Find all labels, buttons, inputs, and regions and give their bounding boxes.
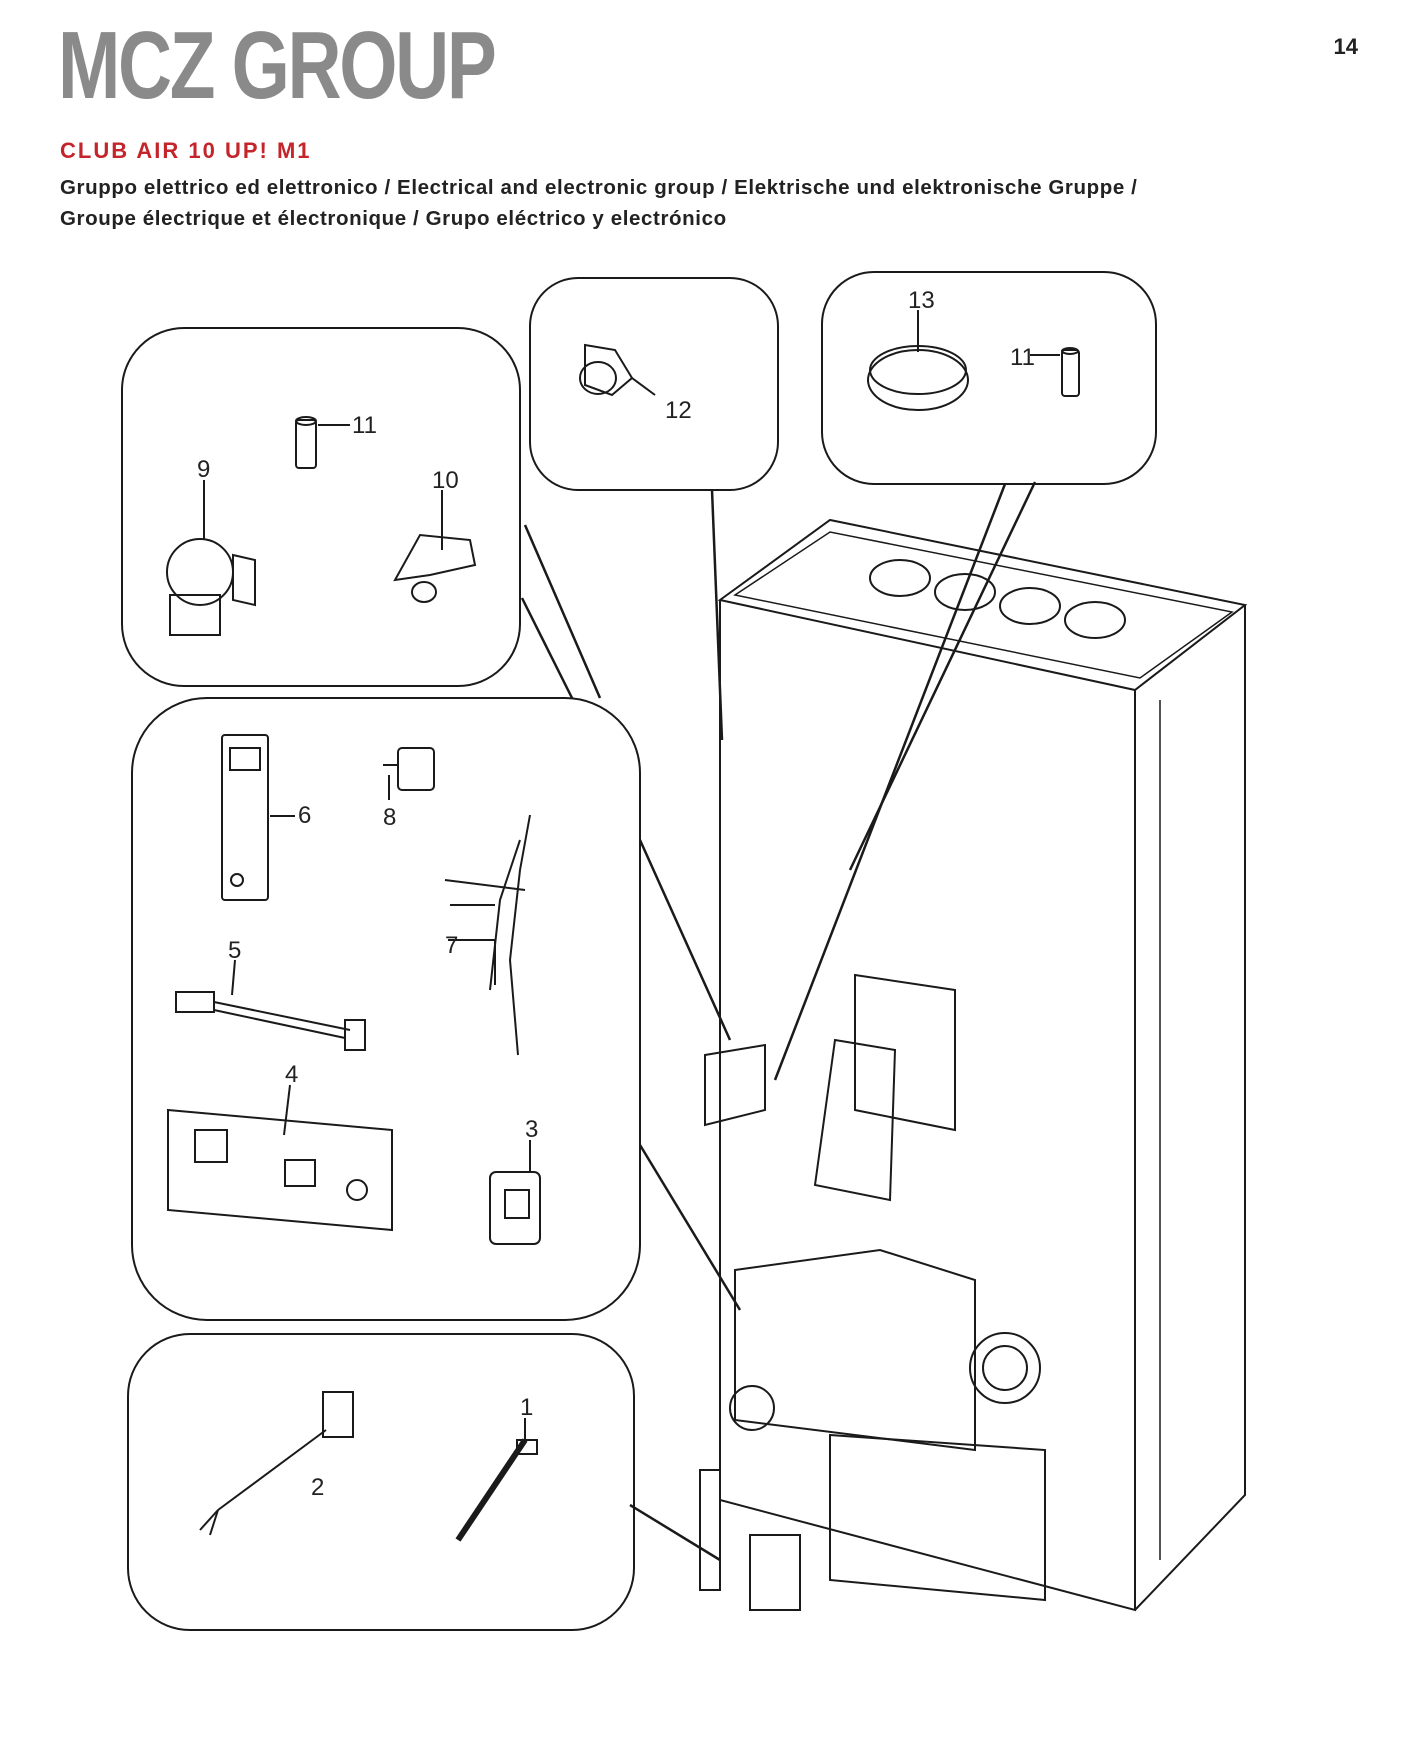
part-12-thermostat [579, 343, 656, 397]
model-title: CLUB AIR 10 UP! M1 [60, 138, 312, 163]
part-7-wiring-harness [444, 814, 531, 1056]
callout-8: 8 [383, 804, 396, 831]
part-13-pressure-switch [867, 310, 969, 411]
page-number: 14 [1333, 34, 1358, 59]
part-1-probe [455, 1418, 538, 1542]
callout-1: 1 [520, 1394, 533, 1421]
callout-9: 9 [197, 456, 210, 483]
callout-10: 10 [432, 467, 459, 494]
group-box-probes [127, 1333, 635, 1631]
group-box-thermostat [529, 277, 779, 491]
callout-11-b: 11 [1010, 344, 1035, 371]
group-description-line-2: Groupe électrique et électronique / Grup… [60, 207, 727, 230]
callout-13: 13 [908, 287, 935, 314]
part-4-circuit-board [167, 1084, 393, 1232]
part-11-cylinder-b [1030, 347, 1080, 397]
part-2-probe [199, 1391, 354, 1536]
stove-cabinet [717, 518, 1248, 1612]
callout-5: 5 [228, 937, 241, 964]
callout-11-a: 11 [352, 412, 377, 439]
group-box-pressure-switch [821, 271, 1157, 485]
callout-2: 2 [311, 1474, 324, 1501]
brand-logo: MCZ GROUP [58, 12, 497, 119]
callout-7: 7 [445, 932, 458, 959]
part-9-fan-motor [166, 480, 256, 636]
part-3-power-socket [489, 1140, 541, 1245]
group-box-sensors [121, 327, 521, 687]
internal-components [699, 973, 1046, 1611]
callout-4: 4 [285, 1061, 298, 1088]
group-box-electronics [131, 697, 641, 1321]
callout-3: 3 [525, 1116, 538, 1143]
leader-lines [520, 481, 1037, 1562]
part-10-sensor [393, 490, 477, 603]
callout-12: 12 [665, 397, 692, 424]
part-6-control-panel [221, 734, 295, 901]
part-11-cylinder-a [295, 416, 350, 469]
group-description-line-1: Gruppo elettrico ed elettronico / Electr… [60, 176, 1138, 199]
part-8-switch [383, 747, 435, 800]
callout-6: 6 [298, 802, 311, 829]
part-5-cable [175, 959, 366, 1051]
